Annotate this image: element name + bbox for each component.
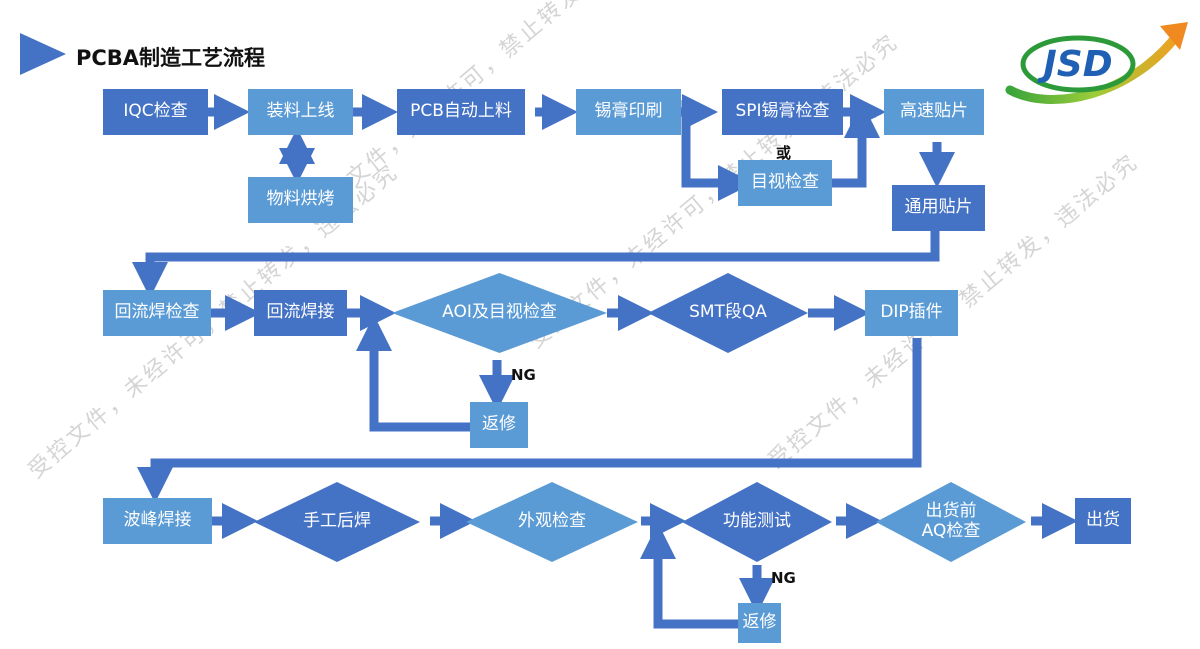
pre-shipment-label: 出货前 AQ检查 [922,502,981,541]
node-manual-soldering: 手工后焊 [254,482,420,562]
node-smt-qa: SMT段QA [648,273,808,353]
node-general-placement: 通用贴片 [892,185,985,231]
title-marker-icon [20,33,66,75]
or-label: 或 [776,144,792,162]
node-visual-check: 目视检查 [738,160,832,206]
function-test-label: 功能测试 [723,511,791,532]
node-wave-soldering: 波峰焊接 [103,498,212,544]
manual-soldering-label: 手工后焊 [303,511,371,532]
node-repair-1: 返修 [470,402,528,448]
jsd-logo: JSD [1000,12,1190,112]
node-reflow-check: 回流焊检查 [103,290,211,336]
node-shipment: 出货 [1075,498,1131,544]
node-iqc-check: IQC检查 [103,89,208,135]
node-spi-check: SPI锡膏检查 [722,89,843,135]
node-reflow-soldering: 回流焊接 [254,290,347,336]
ng-label-1: NG [511,366,536,384]
node-repair-2: 返修 [738,603,781,643]
node-aoi-visual-check: AOI及目视检查 [392,273,607,353]
node-material-loading: 装料上线 [248,89,353,135]
node-pre-shipment-aq-check: 出货前 AQ检查 [876,482,1026,562]
ng-label-2: NG [771,569,796,587]
appearance-check-label: 外观检查 [518,511,586,532]
pre-shipment-line2: AQ检查 [921,521,981,541]
node-high-speed-placement: 高速贴片 [884,89,984,135]
page-title: PCBA制造工艺流程 [76,46,266,70]
node-material-baking: 物料烘烤 [248,177,353,223]
node-function-test: 功能测试 [682,482,832,562]
logo-text: JSD [1037,44,1112,85]
pre-shipment-line1: 出货前 [925,501,977,522]
node-pcb-auto-loading: PCB自动上料 [397,89,525,135]
node-dip-insertion: DIP插件 [865,290,958,336]
aoi-label: AOI及目视检查 [442,302,557,323]
node-appearance-check: 外观检查 [466,482,638,562]
smt-qa-label: SMT段QA [689,302,767,323]
node-solder-paste-printing: 锡膏印刷 [576,89,681,135]
